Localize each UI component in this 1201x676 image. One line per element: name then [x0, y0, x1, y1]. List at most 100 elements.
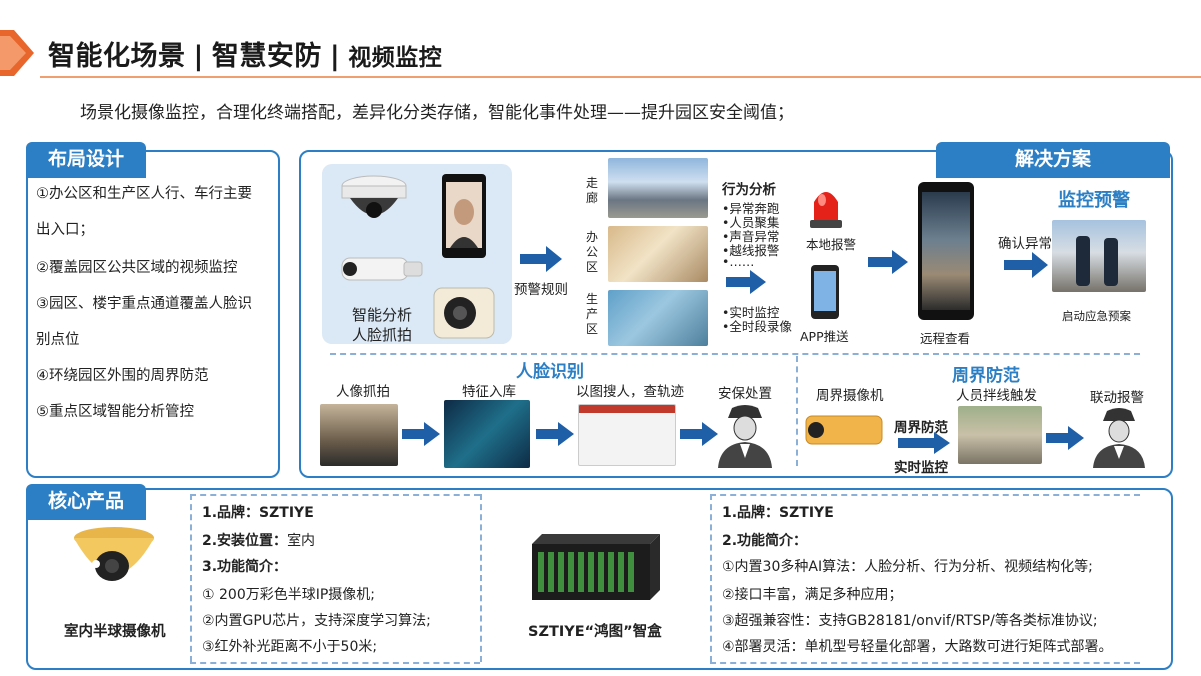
- area-label-corridor: 走廊: [585, 176, 598, 205]
- confirm-abnormal-label: 确认异常: [998, 236, 1052, 252]
- ai-box-device-icon: [532, 534, 660, 600]
- search-by-image-screen: [578, 404, 676, 466]
- face-step-label: 特征入库: [462, 384, 516, 400]
- local-alarm-label: 本地报警: [806, 237, 857, 252]
- solution-tag: 解决方案: [936, 142, 1170, 178]
- indoor-dome-camera-icon: [74, 527, 154, 581]
- perimeter-step-label: 人员拌线触发: [956, 388, 1037, 404]
- product-divider: [710, 494, 712, 662]
- core-products-tag: 核心产品: [26, 484, 146, 520]
- arrow-right-icon: [536, 422, 574, 446]
- left-spec-install: 2.安装位置：室内: [202, 530, 315, 550]
- office-photo: [608, 226, 708, 282]
- production-photo: [608, 290, 708, 346]
- arrow-right-icon: [868, 250, 908, 274]
- live-item: •全时段录像: [722, 319, 792, 334]
- product-divider: [710, 662, 1140, 664]
- layout-item: ①办公区和生产区人行、车行主要: [36, 186, 252, 202]
- behavior-item: •声音异常: [722, 229, 780, 244]
- product-divider: [710, 494, 1140, 496]
- layout-design-tag: 布局设计: [26, 142, 146, 178]
- left-spec-install-label: 2.安装位置：: [202, 533, 288, 549]
- right-spec-brand: 1.品牌：SZTIYE: [722, 505, 834, 521]
- right-spec-item: ③超强兼容性：支持GB28181/onvif/RTSP/等各类标准协议;: [722, 613, 1098, 629]
- title-separator: |: [193, 41, 204, 72]
- left-spec-item: ②内置GPU芯片，支持深度学习算法;: [202, 613, 431, 629]
- arrow-right-icon: [898, 432, 950, 454]
- phone-icon: [811, 265, 839, 319]
- feature-db-screen: [444, 400, 530, 468]
- start-plan-label: 启动应急预案: [1062, 309, 1131, 323]
- arrow-right-icon: [520, 246, 562, 272]
- header-accent-mark-icon: [0, 30, 34, 76]
- perimeter-header: 周界防范: [952, 366, 1020, 386]
- face-step-label: 以图搜人，查轨迹: [576, 384, 684, 400]
- arrow-right-icon: [1046, 426, 1084, 450]
- arrow-right-icon: [402, 422, 440, 446]
- product-divider: [480, 494, 482, 662]
- product-divider: [190, 494, 480, 496]
- ai-box-name: SZTIYE“鸿图”智盒: [528, 624, 662, 640]
- title-part-b: 智慧安防: [211, 41, 322, 72]
- behavior-item: •……: [722, 254, 755, 269]
- area-label-production: 生产区: [585, 292, 598, 336]
- layout-item: 别点位: [36, 332, 80, 348]
- product-divider: [190, 494, 192, 662]
- bullet-camera-icon: [341, 257, 423, 281]
- layout-design-panel: [26, 150, 280, 478]
- guards-photo: [1052, 220, 1146, 292]
- analysis-label: 人脸抓拍: [352, 326, 413, 344]
- alarm-light-icon: [810, 192, 842, 228]
- layout-item: ②覆盖园区公共区域的视频监控: [36, 260, 238, 276]
- face-recognition-header: 人脸识别: [516, 362, 584, 382]
- dome-camera-icon: [341, 175, 407, 218]
- title-part-a: 智能化场景: [48, 41, 186, 72]
- left-spec-item: ③红外补光距离不小于50米;: [202, 639, 378, 655]
- box-camera-icon: [433, 287, 495, 339]
- product-divider: [190, 662, 480, 664]
- left-spec-function-title: 3.功能简介：: [202, 559, 288, 575]
- behavior-item: •人员聚集: [722, 215, 780, 230]
- right-spec-function-title: 2.功能简介：: [722, 533, 808, 549]
- face-step-label: 安保处置: [718, 386, 772, 402]
- left-spec-install-value: 室内: [287, 533, 316, 549]
- corridor-photo: [608, 158, 708, 218]
- perimeter-step-label: 周界摄像机: [816, 388, 884, 404]
- warning-rule-label: 预警规则: [514, 282, 568, 298]
- behavior-title: 行为分析: [722, 182, 776, 198]
- right-spec-item: ①内置30多种AI算法：人脸分析、行为分析、视频结构化等;: [722, 559, 1093, 575]
- header-divider: [40, 76, 1201, 78]
- arrow-right-icon: [680, 422, 718, 446]
- monitor-warning-header: 监控预警: [1058, 190, 1130, 211]
- perimeter-step-label: 联动报警: [1090, 390, 1144, 406]
- right-spec-item: ④部署灵活：单机型号轻量化部署，大路数可进行矩阵式部署。: [722, 639, 1113, 655]
- area-label-office: 办公区: [585, 230, 598, 274]
- perimeter-camera-icon: [805, 415, 883, 445]
- right-spec-item: ②接口丰富，满足多种应用；: [722, 587, 903, 603]
- page-subtitle: 场景化摄像监控，合理化终端搭配，差异化分类存储，智能化事件处理——提升园区安全阈…: [80, 103, 794, 123]
- title-part-c: 视频监控: [348, 45, 443, 71]
- layout-item: ③园区、楼宇重点通道覆盖人脸识: [36, 296, 252, 312]
- face-capture-photo: [320, 404, 398, 466]
- indoor-camera-name: 室内半球摄像机: [64, 624, 166, 640]
- security-guard-icon: [718, 405, 772, 468]
- left-spec-brand: 1.品牌：SZTIYE: [202, 505, 314, 521]
- layout-item: ⑤重点区域智能分析管控: [36, 404, 194, 420]
- tripwire-photo: [958, 406, 1042, 464]
- arrow-right-icon: [1004, 252, 1048, 278]
- left-spec-item: ① 200万彩色半球IP摄像机;: [202, 587, 376, 603]
- remote-view-phone: [918, 182, 974, 320]
- analysis-label: 智能分析: [352, 306, 413, 324]
- perimeter-arrow-top-label: 周界防范: [894, 420, 948, 436]
- layout-item: ④环绕园区外围的周界防范: [36, 368, 209, 384]
- remote-view-label: 远程查看: [920, 331, 971, 346]
- live-item: •实时监控: [722, 305, 780, 320]
- behavior-item: •异常奔跑: [722, 201, 780, 216]
- title-separator: |: [329, 41, 341, 72]
- section-divider: [330, 353, 1140, 355]
- behavior-item: •越线报警: [722, 243, 780, 258]
- face-terminal-icon: [442, 174, 486, 258]
- arrow-right-icon: [726, 270, 766, 294]
- page-title: 智能化场景|智慧安防|视频监控: [48, 34, 442, 73]
- security-guard-icon: [1093, 408, 1145, 468]
